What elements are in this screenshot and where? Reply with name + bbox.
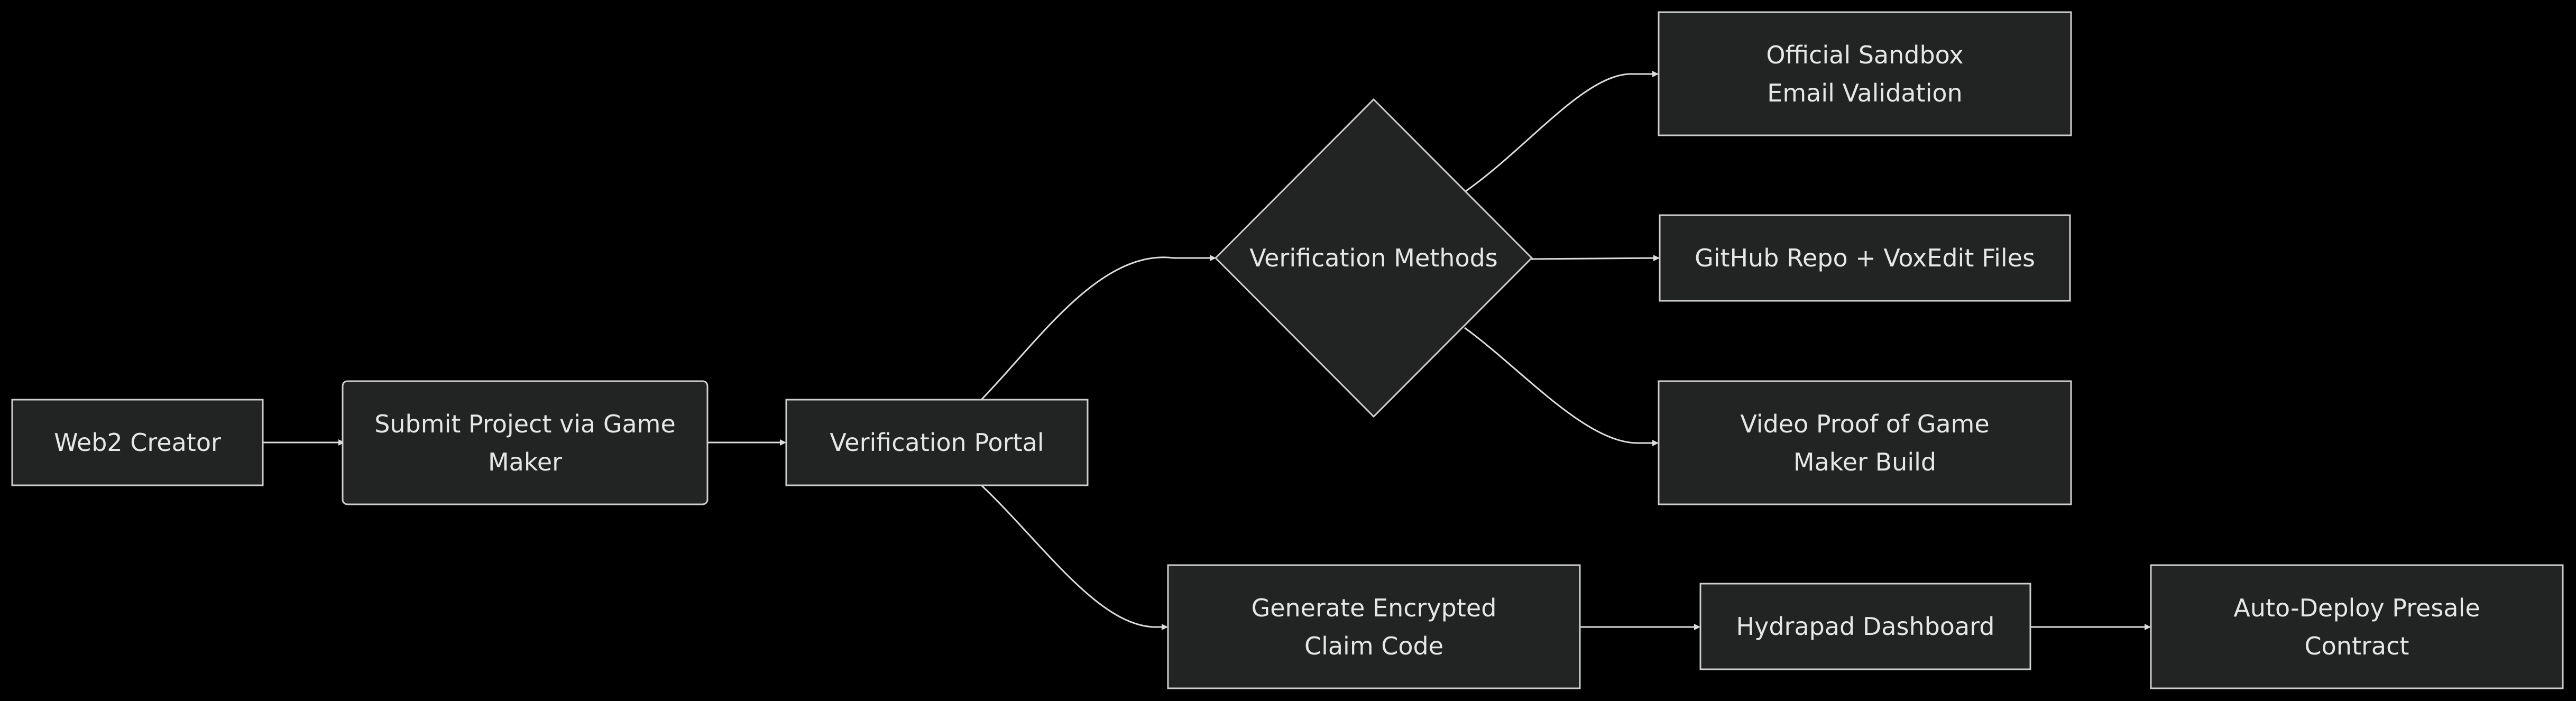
- node-sandbox-email-box: [1658, 11, 2072, 136]
- edge-verification-portal-to-verification-methods: [980, 255, 1216, 401]
- edge-verification-methods-to-github-repo: [1530, 255, 1660, 262]
- node-verification-methods-label: Verification Methods: [1249, 244, 1498, 272]
- node-video-proof-box: [1658, 380, 2072, 505]
- node-video-proof-label: Video Proof of Game Maker Build: [1740, 409, 1990, 476]
- edge-verification-portal-to-claim-code: [980, 484, 1168, 630]
- node-hydrapad-dashboard-box: [1699, 583, 2031, 670]
- node-github-repo-box: [1659, 214, 2071, 302]
- node-presale-contract-box: [2150, 564, 2564, 689]
- node-hydrapad-dashboard-label: Hydrapad Dashboard: [1736, 612, 1995, 641]
- node-claim-code-box: [1167, 564, 1581, 689]
- node-verification-portal-box: [785, 399, 1089, 486]
- edge-verification-methods-to-sandbox-email: [1464, 71, 1659, 193]
- node-verification-portal-label: Verification Portal: [830, 428, 1044, 457]
- edge-verification-methods-to-video-proof: [1464, 327, 1659, 446]
- node-claim-code-label: Generate Encrypted Claim Code: [1251, 593, 1497, 660]
- node-verification-methods-diamond: [1214, 98, 1533, 418]
- node-web2-creator-box: [11, 399, 264, 486]
- node-web2-creator-label: Web2 Creator: [54, 428, 221, 457]
- node-sandbox-email-label: Official Sandbox Email Validation: [1766, 40, 1964, 107]
- node-github-repo-label: GitHub Repo + VoxEdit Files: [1695, 244, 2035, 272]
- node-submit-project-box: [342, 380, 709, 505]
- node-presale-contract-label: Auto-Deploy Presale Contract: [2233, 593, 2480, 660]
- node-submit-project-label: Submit Project via Game Maker: [374, 409, 676, 476]
